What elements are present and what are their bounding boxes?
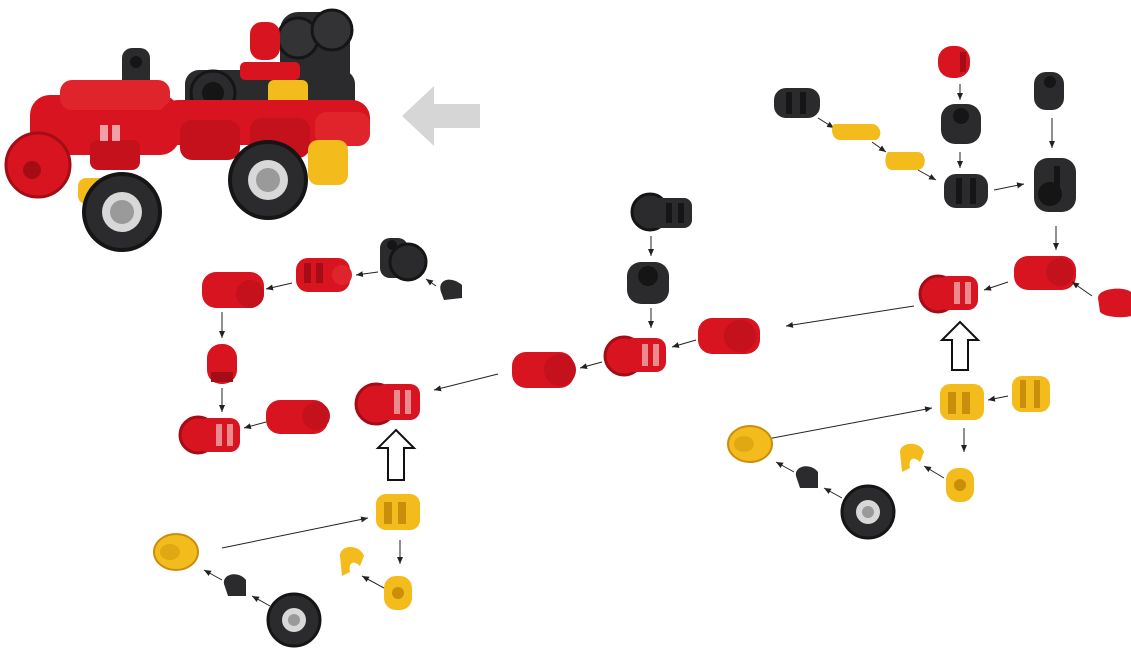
finished-vehicle [6, 10, 370, 250]
right-top-chain [774, 46, 1131, 370]
yellow-beam-part-2 [885, 152, 924, 170]
red-elbow-part-4 [512, 352, 576, 388]
right-wheel-assembly [728, 376, 1050, 538]
red-cap-part [207, 344, 237, 384]
black-spool-part [774, 88, 820, 118]
yellow-hub-part-2 [940, 384, 984, 420]
black-cap-part-2 [941, 104, 981, 144]
attach-arrow-icon [378, 430, 414, 480]
red-elbow-part-5 [1014, 256, 1076, 290]
yellow-spool-part [1012, 376, 1050, 412]
red-elbow-part-2 [266, 400, 330, 434]
result-arrow-icon [402, 86, 480, 146]
red-connector-part-2 [605, 337, 666, 375]
yellow-c-clip-part [340, 547, 364, 576]
black-pivot-part-3 [1034, 158, 1076, 212]
black-stud-part-2 [224, 574, 246, 596]
yellow-cap-part [384, 576, 412, 610]
black-pivot-part [380, 238, 426, 280]
red-end-part [1098, 289, 1131, 318]
red-elbow-part-3 [698, 318, 760, 354]
left-wheel-assembly [154, 494, 420, 646]
left-top-chain [180, 238, 462, 453]
front-wheel [84, 174, 160, 250]
right-wheel-part [842, 486, 894, 538]
axle-clip-rear [308, 140, 348, 185]
yellow-cap-part-2 [946, 468, 974, 502]
yellow-beam-part [832, 124, 880, 140]
black-pivot-part-2 [1034, 72, 1064, 110]
centre-chain [356, 194, 760, 480]
red-clip-part [296, 258, 352, 292]
yellow-hub-part [376, 494, 420, 530]
black-spool-part-2 [944, 174, 988, 208]
left-wheel-part [268, 594, 320, 646]
yellow-c-clip-part-2 [900, 444, 924, 472]
red-connector-part [180, 417, 240, 453]
black-stud-part-3 [796, 466, 818, 488]
black-cap-part [627, 262, 669, 304]
yellow-bushing-part [154, 534, 198, 570]
black-clip-part [632, 194, 692, 230]
red-connector-part-3 [356, 384, 420, 424]
black-stud-part [440, 280, 462, 300]
attach-arrow-icon-2 [942, 322, 978, 370]
rear-wheel [230, 142, 306, 218]
red-small-cap-part [938, 46, 970, 78]
yellow-bushing-part-2 [728, 426, 772, 462]
red-connector-part-4 [920, 276, 978, 312]
red-elbow-part [202, 272, 264, 308]
